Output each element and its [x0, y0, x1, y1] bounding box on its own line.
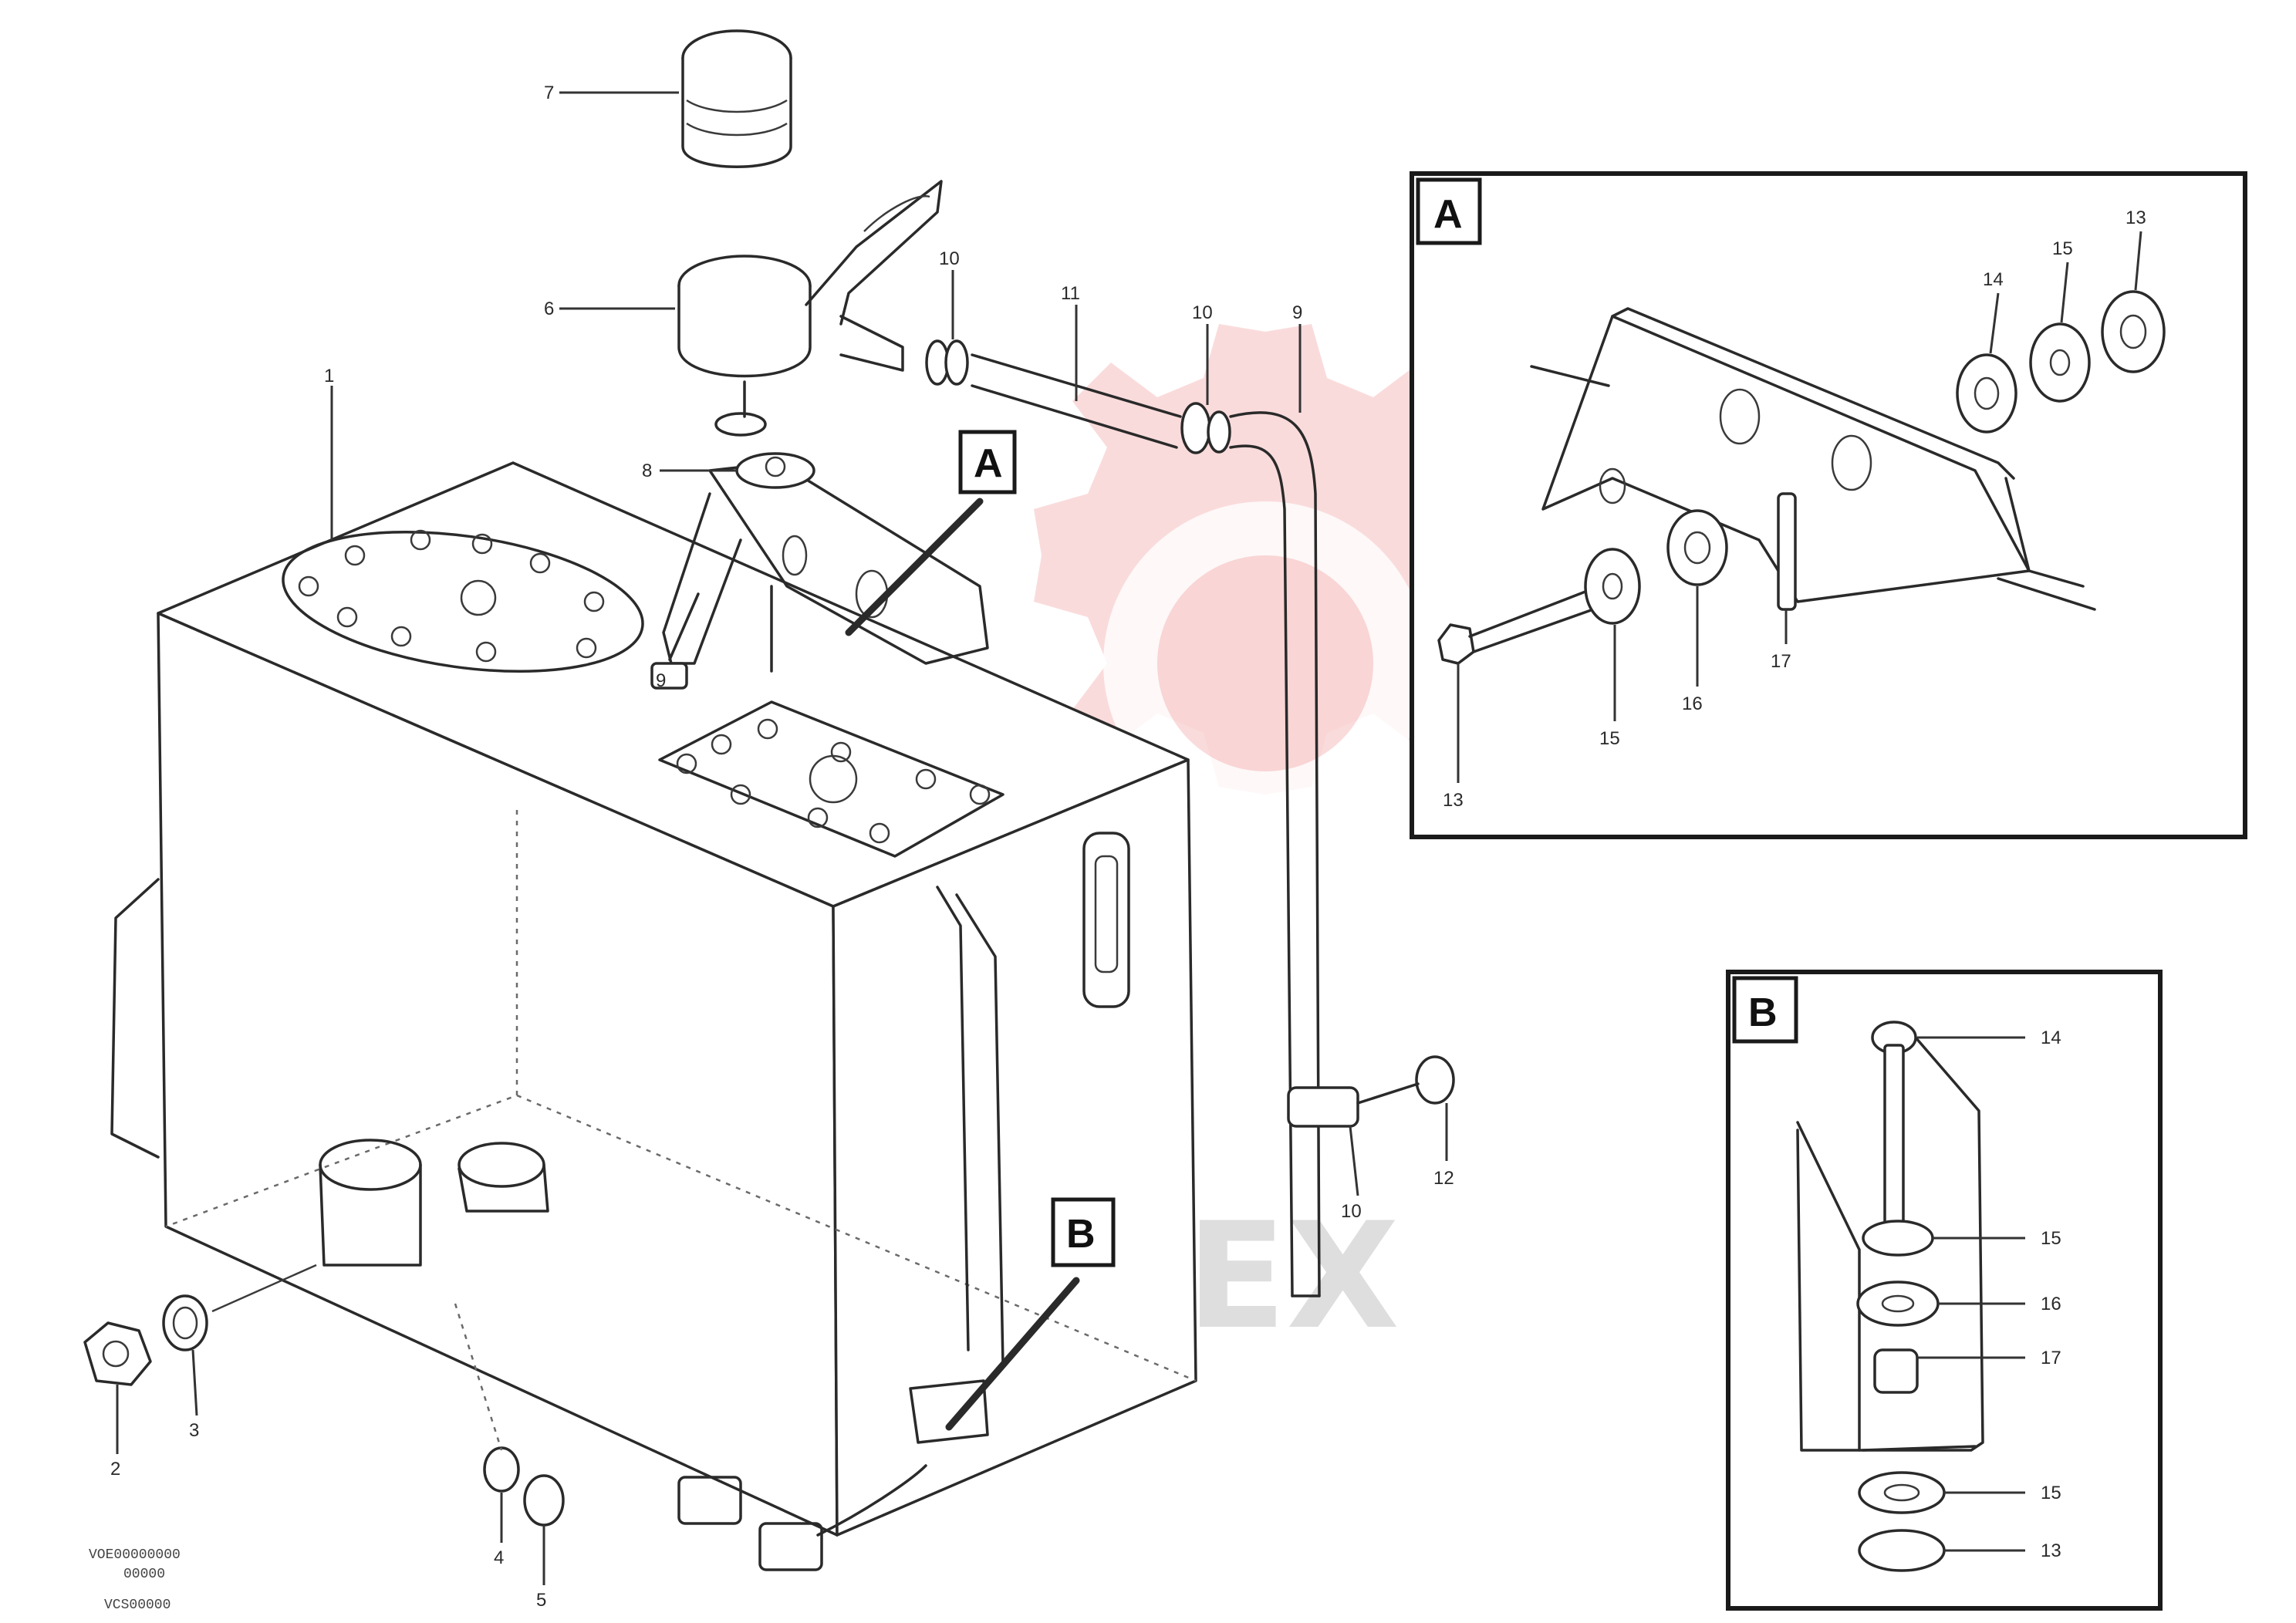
callout-b-main: B: [945, 1197, 1116, 1431]
panel-b-label-washer-2: 15: [2041, 1483, 2061, 1503]
footer-line-1: VOE00000000: [89, 1547, 181, 1563]
panel-b-label-stud: 17: [2041, 1348, 2061, 1368]
detail-panel-b: B 14 15 16 17 15 13: [1726, 970, 2163, 1611]
panel-a-label-nut: 13: [2125, 208, 2146, 228]
footer-code: VCS00000: [104, 1598, 171, 1613]
label-drain-plug-bottom: 4: [494, 1547, 504, 1568]
panel-b-callout: B: [1748, 990, 1778, 1035]
callout-a-text: A: [974, 441, 1003, 486]
panel-b-label-washer-1: 15: [2041, 1228, 2061, 1249]
panel-a-callout: A: [1433, 192, 1463, 237]
drawing-footer: VOE00000000 00000 VCS00000: [89, 1547, 181, 1613]
panel-a-label-stud: 17: [1771, 651, 1791, 672]
callout-b-text: B: [1066, 1212, 1096, 1257]
panel-a-label-spacer: 16: [1682, 693, 1703, 714]
panel-a-label-washer-1: 15: [1599, 728, 1620, 749]
label-cap: 7: [544, 83, 554, 103]
label-drain-washer-left: 3: [189, 1420, 199, 1441]
drain-plugs: [83, 1264, 565, 1527]
panel-b-label-nut: 13: [2041, 1540, 2061, 1561]
label-filler-fitting: 10: [939, 248, 960, 269]
label-tank: 1: [324, 366, 334, 386]
label-drain-washer-bottom: 5: [536, 1590, 546, 1611]
detail-panel-a: A 13 15 16 17: [1410, 171, 2247, 839]
label-drain-plug-left: 2: [110, 1459, 120, 1480]
panel-b-label-spacer: 16: [2041, 1294, 2061, 1314]
hose-and-pipe: [925, 339, 1455, 1297]
breather-assembly: [650, 29, 989, 690]
label-clamp-bolt: 9: [656, 670, 666, 691]
panel-a-label-washer-top-2: 15: [2052, 238, 2073, 259]
footer-line-2: 00000: [123, 1567, 165, 1582]
callout-a-main: A: [845, 430, 1017, 636]
panel-a-label-washer-top-1: 14: [1983, 269, 2004, 290]
label-clip-bolt: 12: [1433, 1168, 1454, 1189]
label-pipe: 9: [1292, 302, 1302, 323]
panel-a-label-bolt: 13: [1443, 790, 1464, 811]
label-pipe-nut: 10: [1192, 302, 1213, 323]
hydraulic-tank: [110, 461, 1197, 1571]
watermark-logo: [1034, 324, 1497, 825]
main-part-labels: 7 6 1 8 9 10 11 10 9 12 10 2 3 4 5: [110, 83, 1454, 1611]
label-clip-nut: 10: [1341, 1201, 1362, 1222]
label-bracket-bolt: 8: [642, 461, 652, 481]
label-filter-housing: 6: [544, 299, 554, 319]
label-hose: 11: [1061, 283, 1080, 304]
panel-b-label-bolt: 14: [2041, 1027, 2061, 1048]
